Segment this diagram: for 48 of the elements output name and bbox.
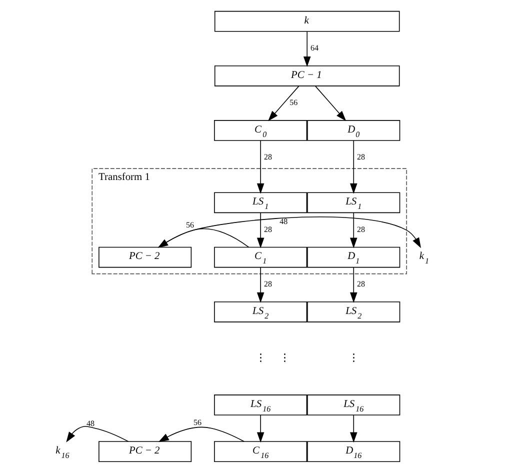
node-box: k — [214, 10, 400, 32]
arrow — [268, 86, 299, 122]
edge-label: 48 — [86, 418, 94, 428]
edge-label: 28 — [356, 280, 365, 289]
edge-label: 28 — [263, 152, 272, 162]
node-box: LS$_{2}$ — [214, 301, 307, 322]
node-box: D$_{1}$ — [306, 246, 400, 268]
node-box: LS$_{16}$ — [214, 394, 307, 416]
node-box: D$_{0}$ — [306, 120, 400, 141]
node-box: LS$_{1}$ — [214, 192, 307, 214]
node-box: PC − 1 — [214, 65, 400, 86]
arrow — [158, 216, 420, 248]
edge-label: 64 — [310, 44, 318, 53]
node-box: PC − 2 — [98, 441, 192, 462]
arrow — [158, 426, 244, 442]
node-box: LS$_{1}$ — [306, 192, 400, 214]
node-box: C$_{0}$ — [214, 120, 307, 141]
label: ⋮ — [254, 353, 265, 364]
edge-label: 28 — [356, 224, 365, 234]
node-text: k$_{16}$ — [55, 445, 69, 460]
arrow — [256, 140, 264, 194]
label: ⋮ — [278, 353, 289, 364]
edge-label: 56 — [289, 98, 298, 108]
arrow — [349, 140, 357, 194]
edge-label: 56 — [193, 418, 202, 427]
arrow — [157, 228, 249, 248]
node-box: C$_{1}$ — [214, 246, 307, 268]
arrow — [349, 414, 357, 443]
arrow — [256, 212, 264, 248]
node-box: LS$_{2}$ — [306, 301, 400, 322]
node-box: PC − 2 — [98, 246, 192, 268]
arrow — [302, 31, 310, 67]
edge-label: 28 — [356, 152, 365, 162]
node-text: k$_{1}$ — [418, 251, 429, 266]
label: ⋮ — [348, 353, 358, 364]
arrow — [256, 266, 264, 303]
node-box: D$_{16}$ — [306, 441, 400, 462]
node-box: C$_{16}$ — [214, 441, 307, 462]
arrow — [256, 414, 264, 443]
arrow — [66, 426, 128, 442]
edge-label: 28 — [263, 224, 272, 234]
edge-label: 48 — [279, 217, 288, 226]
edge-label: 28 — [263, 280, 272, 289]
arrow — [349, 266, 357, 303]
node-box: LS$_{16}$ — [306, 394, 400, 416]
arrow — [349, 212, 357, 248]
arrow — [314, 86, 346, 122]
edge-label: 56 — [185, 220, 194, 230]
